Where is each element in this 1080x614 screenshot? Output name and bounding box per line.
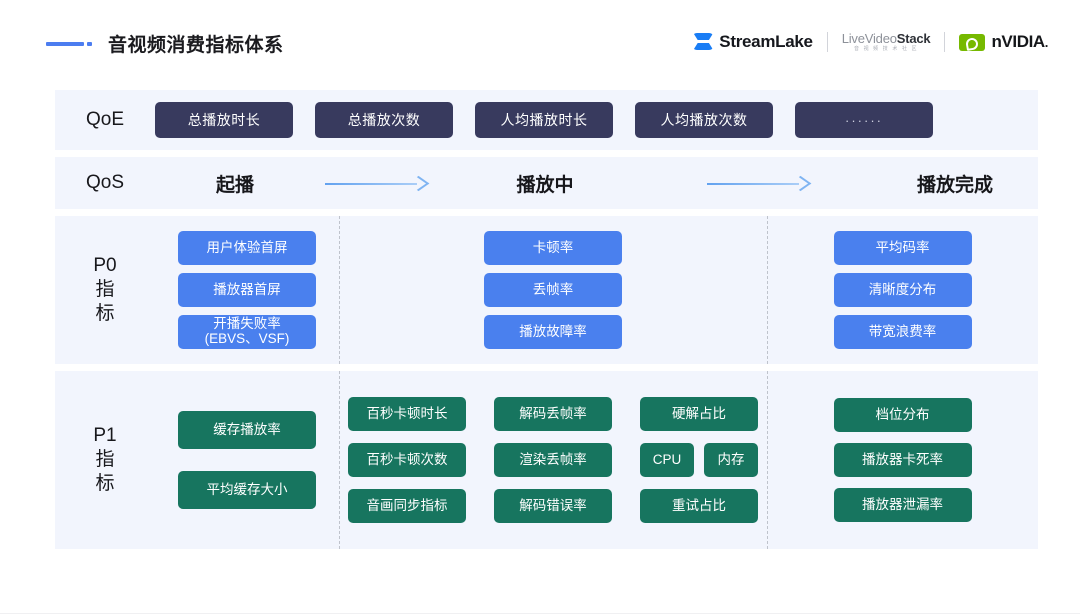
page-title: 音视频消费指标体系 [108,35,284,56]
qoe-metric-chip[interactable]: 总播放次数 [315,102,453,138]
p1-metric-chip[interactable]: 播放器卡死率 [833,443,972,477]
p0-metric-chip[interactable]: 开播失败率 (EBVS、VSF) [178,315,316,349]
p1-metric-chip-memory[interactable]: 内存 [704,443,758,477]
logo-group: StreamLake LiveVideoStack 音 视 频 技 术 社 区 … [693,29,1048,55]
column-divider [339,216,340,364]
p0-metric-chip[interactable]: 平均码率 [833,231,972,265]
p1-metric-chip-cpu[interactable]: CPU [640,443,694,477]
p1-metric-chip[interactable]: 百秒卡顿时长 [348,397,466,431]
title-block: 音视频消费指标体系 [46,30,284,57]
p1-metric-chip-pair: CPU 内存 [640,443,758,477]
streamlake-mark-icon [693,32,714,52]
row-p0: P0 指 标 用户体验首屏 播放器首屏 开播失败率 (EBVS、VSF) 卡顿率… [55,216,1038,364]
p1-column-middle: 百秒卡顿时长 百秒卡顿次数 音画同步指标 解码丢帧率 渲染丢帧率 解码错误率 硬… [339,371,767,549]
p1-metric-chip[interactable]: 重试占比 [640,489,758,523]
logo-divider [826,32,828,52]
qoe-metric-list: 总播放时长 总播放次数 人均播放时长 人均播放次数 ······ [155,102,933,138]
column-divider [339,371,340,549]
p1-metric-chip[interactable]: 渲染丢帧率 [494,443,612,477]
p1-column-start: 缓存播放率 平均缓存大小 [155,371,339,549]
p1-middle-group-3: 硬解占比 CPU 内存 重试占比 [640,397,758,523]
qos-stage-playing: 播放中 [516,174,574,196]
p0-column-start: 用户体验首屏 播放器首屏 开播失败率 (EBVS、VSF) [155,216,339,364]
row-label-p1-line: 指 [95,449,115,471]
row-label-qos: QoS [85,172,125,193]
row-label-p0-line: 标 [95,302,115,324]
page-header: 音视频消费指标体系 StreamLake LiveVideoStack 音 视 … [0,0,1080,78]
row-label-p0: P0 指 标 [55,216,155,364]
title-accent-dash-icon [46,41,92,46]
p0-metric-chip[interactable]: 播放器首屏 [178,273,316,307]
row-qoe: QoE 总播放时长 总播放次数 人均播放时长 人均播放次数 ······ [55,90,1038,150]
row-label-p1-line: P1 [93,425,117,447]
row-p1: P1 指 标 缓存播放率 平均缓存大小 百秒卡顿时长 百秒卡顿次数 音画同步指标 [55,371,1038,549]
p0-column-middle: 卡顿率 丢帧率 播放故障率 [339,216,767,364]
qoe-metric-chip-more[interactable]: ······ [795,102,933,138]
p0-column-end: 平均码率 清晰度分布 带宽浪费率 [767,216,1038,364]
p0-metric-chip[interactable]: 用户体验首屏 [178,231,316,265]
p1-metric-chip[interactable]: 音画同步指标 [348,489,466,523]
row-label-p0-line: P0 [93,255,117,277]
p1-column-end: 档位分布 播放器卡死率 播放器泄漏率 [767,371,1038,549]
row-label-p1-line: 标 [95,472,115,494]
nvidia-logo: nVIDIA. [959,29,1048,55]
logo-divider [944,32,946,52]
p1-metric-chip[interactable]: 解码丢帧率 [494,397,612,431]
row-qos: QoS 起播 播放中 播放完成 [55,157,1038,209]
p0-metric-chip[interactable]: 带宽浪费率 [833,315,972,349]
flow-arrow-icon [325,175,430,192]
column-divider [767,216,768,364]
livevideostack-logo-subtitle: 音 视 频 技 术 社 区 [854,46,919,52]
metrics-board: QoE 总播放时长 总播放次数 人均播放时长 人均播放次数 ······ QoS… [55,90,1038,549]
p0-metric-chip-line2: (EBVS、VSF) [204,331,290,346]
p0-metric-chip[interactable]: 丢帧率 [484,273,622,307]
row-label-qoe: QoE [85,109,125,130]
p1-metric-chip[interactable]: 播放器泄漏率 [833,488,972,522]
p1-metric-chip[interactable]: 档位分布 [833,398,972,432]
p1-metric-chip[interactable]: 平均缓存大小 [178,471,316,509]
p0-metric-chip[interactable]: 清晰度分布 [833,273,972,307]
row-label-p0-line: 指 [95,279,115,301]
nvidia-logo-text: nVIDIA. [991,32,1048,51]
p0-metric-chip-line1: 开播失败率 [213,316,281,332]
flow-arrow-icon [707,175,812,192]
qos-stage-start: 起播 [215,174,254,196]
p1-middle-group-2: 解码丢帧率 渲染丢帧率 解码错误率 [494,397,612,523]
row-label-p1: P1 指 标 [55,371,155,549]
streamlake-logo-text: StreamLake [719,32,813,51]
p1-middle-group-1: 百秒卡顿时长 百秒卡顿次数 音画同步指标 [348,397,466,523]
livevideostack-logo-text: LiveVideoStack [841,31,931,46]
qoe-metric-chip[interactable]: 人均播放时长 [475,102,613,138]
p1-metric-chip[interactable]: 解码错误率 [494,489,612,523]
streamlake-logo: StreamLake [693,29,813,55]
p0-metric-chip[interactable]: 播放故障率 [484,315,622,349]
nvidia-eye-icon [959,33,986,51]
column-divider [767,371,768,549]
qos-stage-complete: 播放完成 [916,174,993,196]
qos-stage-flow: 起播 播放中 播放完成 [155,170,1065,197]
qoe-metric-chip[interactable]: 总播放时长 [155,102,293,138]
p0-metric-chip[interactable]: 卡顿率 [484,231,622,265]
p1-metric-chip[interactable]: 硬解占比 [640,397,758,431]
qoe-metric-chip[interactable]: 人均播放次数 [635,102,773,138]
livevideostack-logo: LiveVideoStack 音 视 频 技 术 社 区 [842,29,931,55]
p1-metric-chip[interactable]: 百秒卡顿次数 [348,443,466,477]
p1-metric-chip[interactable]: 缓存播放率 [178,411,316,449]
